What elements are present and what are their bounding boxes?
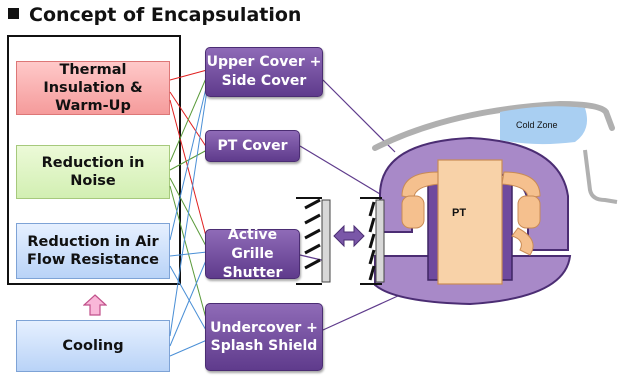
hood-line <box>372 100 615 151</box>
cold-zone-area <box>500 106 588 145</box>
grille-shutter-open <box>296 197 331 285</box>
component-active-grille-shutter: Active Grille Shutter <box>205 227 300 281</box>
noise-links <box>169 75 208 323</box>
goal-cooling: Cooling <box>16 320 170 372</box>
goal-air-flow-resistance: Reduction in Air Flow Resistance <box>16 223 170 279</box>
square-bullet-icon <box>8 8 19 19</box>
double-arrow-icon <box>333 224 365 248</box>
body-line <box>583 149 618 204</box>
air-flow-links <box>169 83 208 357</box>
component-upper-side-cover: Upper Cover + Side Cover <box>205 47 323 97</box>
grille-shutter-closed <box>360 197 385 285</box>
goal-thermal-insulation: Thermal Insulation & Warm-Up <box>16 61 170 115</box>
component-pt-cover: PT Cover <box>205 130 300 162</box>
pt-engine-illustration <box>401 159 541 285</box>
title-text: Concept of Encapsulation <box>29 4 302 26</box>
goal-noise-reduction: Reduction in Noise <box>16 145 170 199</box>
up-arrow-icon <box>83 294 107 316</box>
pt-label: PT <box>452 207 467 219</box>
goals-frame <box>7 35 181 285</box>
page-title: Concept of Encapsulation <box>8 4 301 26</box>
component-undercover-splash-shield: Undercover + Splash Shield <box>205 303 323 371</box>
cold-zone-label: Cold Zone <box>516 120 558 130</box>
